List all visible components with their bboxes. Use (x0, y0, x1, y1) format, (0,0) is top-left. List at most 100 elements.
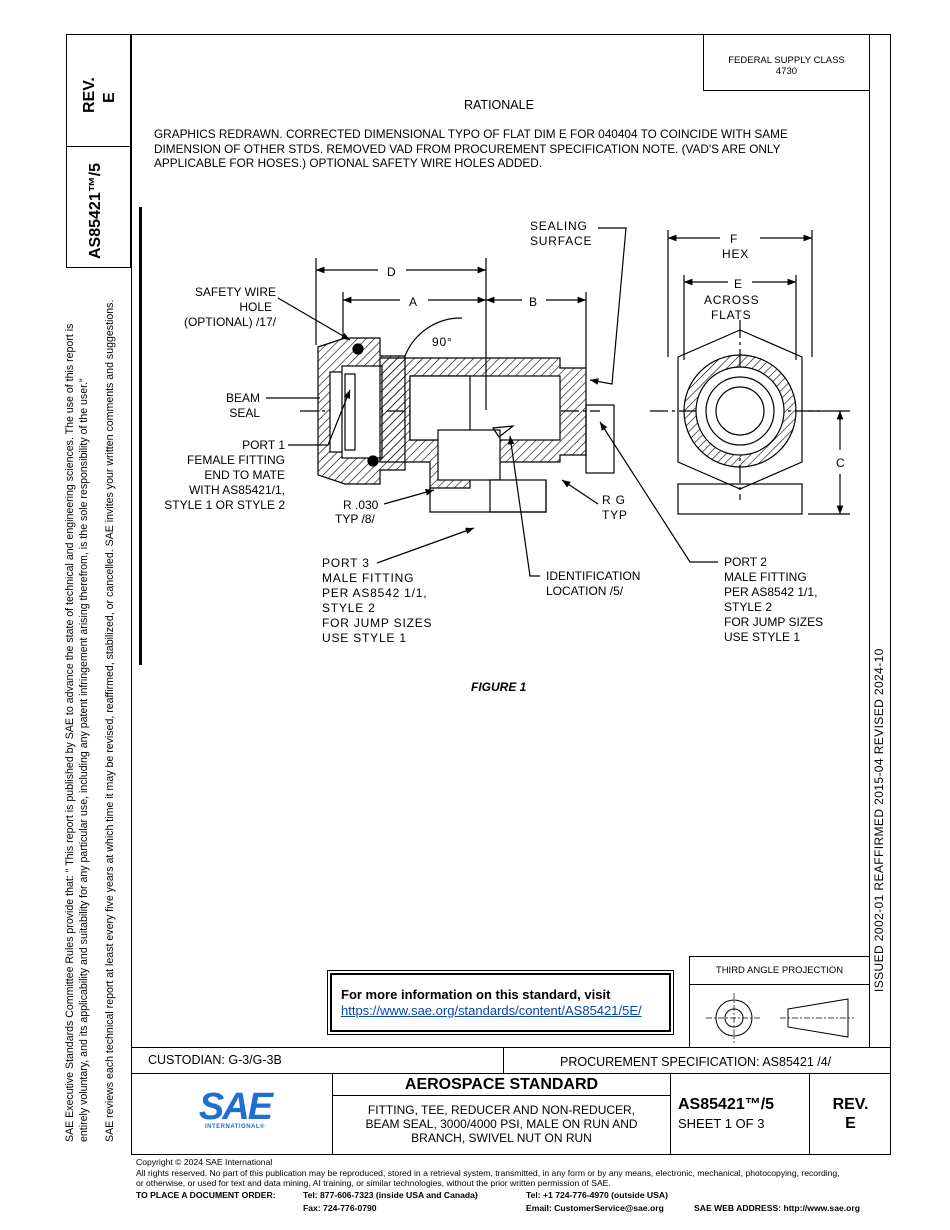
label-dim-e: E (734, 277, 743, 291)
label-p2d: STYLE 2 (724, 600, 772, 614)
label-p3f: USE STYLE 1 (322, 631, 407, 645)
label-p2c: PER AS8542 1/1, (724, 585, 817, 599)
left-frame-line (131, 34, 132, 1047)
title-desc1: FITTING, TEE, REDUCER AND NON-REDUCER, (367, 1103, 636, 1117)
label-dim-b: B (529, 295, 538, 309)
tel-intl: Tel: +1 724-776-4970 (outside USA) (526, 1190, 668, 1200)
order-label: TO PLACE A DOCUMENT ORDER: (136, 1190, 276, 1200)
title-rev-value: E (845, 1115, 856, 1132)
right-strip-divider (869, 34, 870, 1047)
fax: Fax: 724-776-0790 (303, 1203, 377, 1213)
figure-drawing: SEALING SURFACE D A B 90° F HEX E ACROSS… (164, 219, 850, 645)
label-beam1: BEAM (226, 391, 260, 405)
tel-us: Tel: 877-606-7323 (inside USA and Canada… (303, 1190, 478, 1200)
title-block (131, 1073, 891, 1155)
custodian-divider (503, 1047, 504, 1074)
label-p2e: FOR JUMP SIZES (724, 615, 823, 629)
label-id1: IDENTIFICATION (546, 569, 640, 583)
rationale-text: GRAPHICS REDRAWN. CORRECTED DIMENSIONAL … (154, 127, 788, 171)
projection-label: THIRD ANGLE PROJECTION (690, 957, 869, 985)
footer-rights1: All rights reserved. No part of this pub… (136, 1167, 840, 1178)
label-across: ACROSS (704, 293, 759, 307)
label-p3a: PORT 3 (322, 556, 370, 570)
footer-copyright: Copyright © 2024 SAE International (136, 1157, 273, 1167)
left-docnum-box: AS85421™/5 (66, 146, 131, 268)
label-r2: TYP /8/ (335, 512, 375, 526)
main-frame (131, 34, 891, 1047)
label-p2f: USE STYLE 1 (724, 630, 800, 644)
label-sw1: SAFETY WIRE (195, 285, 276, 299)
title-description: FITTING, TEE, REDUCER AND NON-REDUCER, B… (333, 1103, 670, 1145)
label-p1c: END TO MATE (204, 468, 285, 482)
sae-logo-sub: INTERNATIONAL® (205, 1124, 265, 1130)
info-box: For more information on this standard, v… (327, 970, 674, 1035)
label-p1a: PORT 1 (242, 438, 285, 452)
rationale-line1: GRAPHICS REDRAWN. CORRECTED DIMENSIONAL … (154, 127, 788, 141)
email[interactable]: Email: CustomerService@sae.org (526, 1203, 664, 1213)
custodian: CUSTODIAN: G-3/G-3B (148, 1053, 282, 1067)
label-sealing1: SEALING (530, 219, 588, 233)
label-sw2: HOLE (239, 300, 272, 314)
projection-box: THIRD ANGLE PROJECTION (689, 956, 870, 1048)
rationale-title: RATIONALE (464, 98, 534, 112)
procurement-spec: PROCUREMENT SPECIFICATION: AS85421 /4/ (560, 1055, 832, 1069)
title-divider-1 (332, 1073, 333, 1155)
label-dim-c: C (836, 456, 845, 470)
label-p1b: FEMALE FITTING (187, 453, 285, 467)
label-r1: R .030 (343, 498, 379, 512)
rationale-line3: APPLICABLE FOR HOSES.) OPTIONAL SAFETY W… (154, 156, 543, 170)
label-rg2: TYP (602, 508, 628, 522)
title-divider-3 (809, 1073, 810, 1155)
left-rev-value: E (101, 92, 118, 103)
supply-class-label: FEDERAL SUPPLY CLASS (728, 55, 845, 66)
sae-logo-mark: SAE (198, 1086, 273, 1128)
info-heading: For more information on this standard, v… (341, 987, 611, 1002)
supply-class-value: 4730 (775, 66, 798, 77)
label-p3d: STYLE 2 (322, 601, 376, 615)
figure-caption: FIGURE 1 (471, 680, 527, 694)
label-dim-a: A (409, 295, 418, 309)
title-desc3: BRANCH, SWIVEL NUT ON RUN (411, 1131, 592, 1145)
web-address[interactable]: SAE WEB ADDRESS: http://www.sae.org (694, 1203, 860, 1213)
label-id2: LOCATION /5/ (546, 584, 624, 598)
title-divider-2 (670, 1073, 671, 1155)
title-desc2: BEAM SEAL, 3000/4000 PSI, MALE ON RUN AN… (365, 1117, 638, 1131)
projection-symbol (706, 993, 854, 1043)
label-dim-f: F (730, 232, 738, 246)
supply-class-box: FEDERAL SUPPLY CLASS 4730 (703, 34, 870, 91)
label-p1d: WITH AS85421/1, (189, 483, 285, 497)
sae-logo: SAE INTERNATIONAL® (190, 1086, 280, 1130)
label-p1e: STYLE 1 OR STYLE 2 (164, 498, 285, 512)
aerospace-standard-heading: AEROSPACE STANDARD (404, 1076, 599, 1093)
left-rev-label: REV. (81, 77, 98, 113)
title-rev: REV. E (810, 1095, 891, 1133)
standard-link[interactable]: https://www.sae.org/standards/content/AS… (341, 1003, 642, 1018)
sheet-number: SHEET 1 OF 3 (678, 1116, 765, 1131)
side-notice-line2: entirely voluntary, and its applicabilit… (78, 378, 90, 1142)
change-bar (139, 207, 142, 665)
footer-rights2: or otherwise, or used for text and data … (136, 1178, 611, 1189)
title-doc-number: AS85421™/5 (678, 1096, 775, 1113)
label-p3b: MALE FITTING (322, 571, 414, 585)
label-sw3: (OPTIONAL) /17/ (184, 315, 277, 329)
side-notice-line1: SAE Executive Standards Committee Rules … (64, 323, 76, 1142)
issue-dates: ISSUED 2002-01 REAFFIRMED 2015-04 REVISE… (872, 648, 886, 992)
label-beam2: SEAL (229, 406, 260, 420)
label-hex: HEX (722, 247, 749, 261)
label-p2a: PORT 2 (724, 555, 767, 569)
label-rg1: R G (602, 493, 626, 507)
label-dim-d: D (387, 265, 396, 279)
heading-underline (333, 1095, 670, 1096)
footer: Copyright © 2024 SAE International All r… (136, 1157, 906, 1189)
label-sealing2: SURFACE (530, 234, 592, 248)
side-notice-line3: SAE reviews each technical report at lea… (104, 299, 116, 1142)
label-p3c: PER AS8542 1/1, (322, 586, 427, 600)
label-flats: FLATS (711, 308, 751, 322)
label-p3e: FOR JUMP SIZES (322, 616, 432, 630)
rationale-line2: DIMENSION OF OTHER STDS. REMOVED VAD FRO… (154, 141, 781, 156)
label-angle: 90° (432, 335, 453, 349)
left-rev-box: REV. E (66, 34, 131, 147)
label-p2b: MALE FITTING (724, 570, 807, 584)
title-rev-label: REV. (832, 1096, 869, 1113)
left-doc-number: AS85421™/5 (87, 162, 104, 259)
